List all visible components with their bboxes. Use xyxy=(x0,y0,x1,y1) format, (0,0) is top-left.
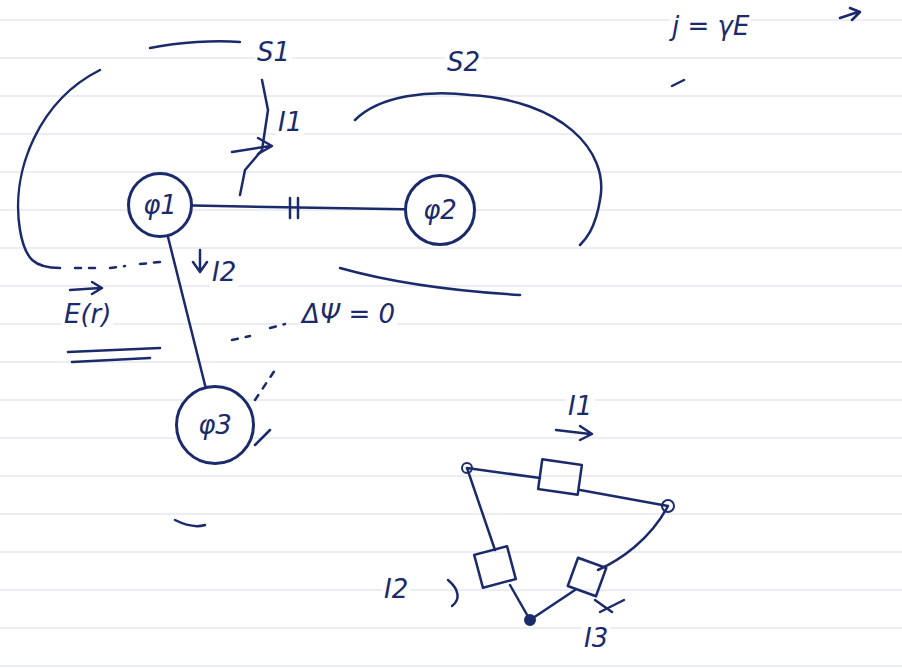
resistor-symbol xyxy=(568,558,606,596)
annotation-label: I1 xyxy=(566,392,594,421)
annotation-label: ΔΨ = 0 xyxy=(300,300,397,329)
resistor-symbol xyxy=(474,546,516,588)
potential-label: φ2 xyxy=(423,196,457,225)
resistor-symbol xyxy=(538,459,582,494)
conductor-link xyxy=(193,206,404,210)
annotation-label: S2 xyxy=(445,48,482,77)
annotation-label: E(r) xyxy=(62,300,113,329)
surface-s1 xyxy=(18,70,100,268)
annotation-label: I1 xyxy=(276,108,304,137)
potential-label: φ1 xyxy=(143,191,177,220)
annotation-label: I2 xyxy=(382,575,410,604)
surface-s2 xyxy=(355,93,601,245)
annotation-label: I2 xyxy=(210,258,238,287)
conductor-circle: φ2 xyxy=(404,174,476,246)
potential-label: φ3 xyxy=(198,411,232,440)
conductor-circle: φ3 xyxy=(175,385,255,465)
annotation-label: I3 xyxy=(582,624,610,653)
circuit-wire xyxy=(467,468,668,620)
conductor-link xyxy=(168,237,205,386)
annotation-label: j = γE xyxy=(670,12,751,41)
surface-s1 xyxy=(150,41,240,48)
conductor-circle: φ1 xyxy=(127,172,193,238)
annotation-label: S1 xyxy=(255,38,292,67)
